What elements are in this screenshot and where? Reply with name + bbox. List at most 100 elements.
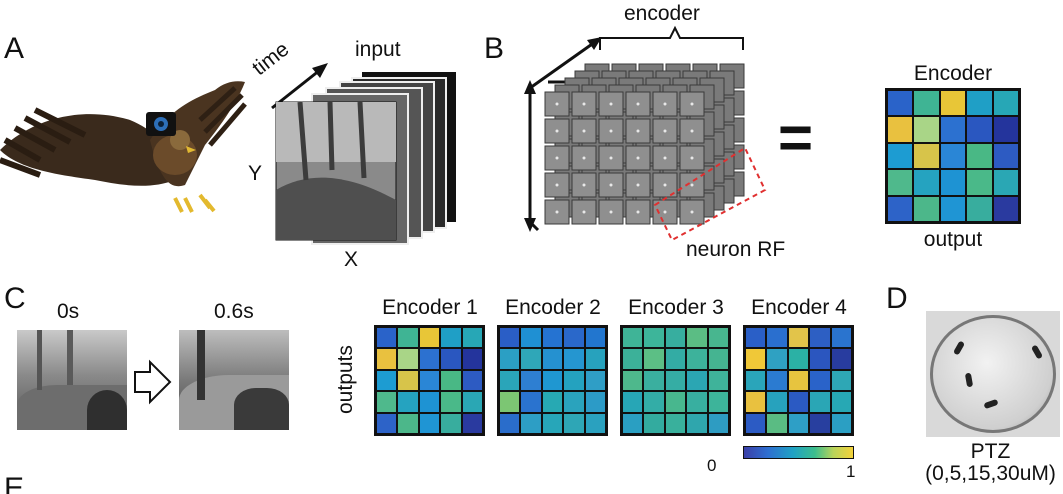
encoder-4-matrix — [743, 325, 854, 436]
encoder-output-matrix — [885, 88, 1021, 224]
matrix-cell — [520, 412, 542, 434]
matrix-cell — [643, 348, 665, 370]
matrix-cell — [397, 369, 419, 392]
matrix-cell — [686, 369, 708, 392]
neuron-center-dot — [663, 183, 667, 187]
matrix-cell — [520, 391, 542, 413]
encoder-2-matrix — [497, 325, 608, 436]
matrix-cell — [913, 116, 940, 143]
matrix-cell — [563, 391, 585, 413]
encoder-1-matrix — [374, 325, 485, 436]
matrix-cell — [766, 327, 788, 349]
neuron-center-dot — [636, 102, 640, 106]
matrix-cell — [686, 412, 708, 434]
matrix-cell — [461, 391, 483, 413]
matrix-cell — [913, 195, 940, 222]
neuron-center-dot — [636, 210, 640, 214]
neuron-center-dot — [663, 129, 667, 133]
x-axis-label: X — [344, 248, 359, 271]
neuron-rf-box — [653, 146, 767, 242]
neuron-center-dot — [636, 156, 640, 160]
matrix-cell — [541, 327, 564, 349]
neuron-center-dot — [582, 183, 586, 187]
neuron-center-dot — [690, 210, 694, 214]
matrix-cell — [887, 195, 914, 222]
panel-letter-a: A — [4, 32, 25, 65]
matrix-cell — [707, 327, 729, 349]
matrix-cell — [966, 90, 993, 117]
matrix-cell — [461, 412, 483, 434]
matrix-cell — [766, 391, 788, 413]
neuron-center-dot — [636, 129, 640, 133]
matrix-cell — [440, 369, 462, 392]
matrix-cell — [787, 412, 810, 434]
matrix-cell — [499, 412, 521, 434]
encoder-2-title: Encoder 2 — [505, 296, 601, 319]
matrix-cell — [376, 391, 398, 413]
matrix-title: Encoder — [913, 62, 993, 85]
matrix-cell — [686, 327, 708, 349]
matrix-cell — [887, 142, 914, 170]
ptz-label: PTZ — [970, 440, 1011, 463]
matrix-cell — [584, 391, 606, 413]
matrix-cell — [461, 348, 483, 370]
matrix-cell — [622, 369, 644, 392]
matrix-cell — [707, 348, 729, 370]
matrix-cell — [397, 327, 419, 349]
matrix-cell — [787, 369, 810, 392]
matrix-cell — [830, 369, 852, 392]
matrix-cell — [418, 391, 441, 413]
neuron-center-dot — [690, 102, 694, 106]
matrix-cell — [992, 169, 1019, 196]
panel-letter-e: E — [4, 472, 25, 494]
matrix-cell — [461, 327, 483, 349]
matrix-cell — [520, 327, 542, 349]
neuron-center-dot — [663, 156, 667, 160]
matrix-cell — [461, 369, 483, 392]
neuron-center-dot — [582, 102, 586, 106]
matrix-cell — [939, 142, 967, 170]
neuron-center-dot — [555, 129, 559, 133]
matrix-cell — [966, 169, 993, 196]
matrix-cell — [584, 327, 606, 349]
neuron-center-dot — [609, 102, 613, 106]
matrix-cell — [664, 391, 687, 413]
y-axis-label: Y — [248, 162, 263, 185]
matrix-cell — [787, 348, 810, 370]
encoder-3-title: Encoder 3 — [628, 296, 724, 319]
matrix-cell — [376, 348, 398, 370]
matrix-cell — [913, 90, 940, 117]
matrix-cell — [787, 391, 810, 413]
matrix-cell — [520, 348, 542, 370]
matrix-output-label: output — [923, 228, 983, 251]
input-frame-stack — [275, 72, 456, 245]
neuron-center-dot — [582, 210, 586, 214]
eagle-illustration — [0, 81, 247, 213]
neuron-cell — [625, 145, 651, 171]
matrix-cell — [397, 391, 419, 413]
matrix-cell — [787, 327, 810, 349]
frame-0s-image — [17, 330, 127, 430]
matrix-cell — [686, 391, 708, 413]
matrix-cell — [913, 169, 940, 196]
matrix-cell — [830, 327, 852, 349]
encoder-3-matrix — [620, 325, 731, 436]
matrix-cell — [887, 169, 914, 196]
neuron-center-dot — [690, 129, 694, 133]
colorbar-max-label: 1 — [846, 462, 856, 481]
neuron-center-dot — [555, 102, 559, 106]
matrix-cell — [830, 391, 852, 413]
matrix-cell — [745, 369, 767, 392]
matrix-cell — [809, 348, 831, 370]
matrix-cell — [707, 391, 729, 413]
neuron-center-dot — [609, 156, 613, 160]
matrix-cell — [913, 142, 940, 170]
matrix-cell — [939, 90, 967, 117]
matrix-cell — [707, 369, 729, 392]
matrix-cell — [563, 369, 585, 392]
matrix-cell — [992, 195, 1019, 222]
matrix-cell — [966, 116, 993, 143]
